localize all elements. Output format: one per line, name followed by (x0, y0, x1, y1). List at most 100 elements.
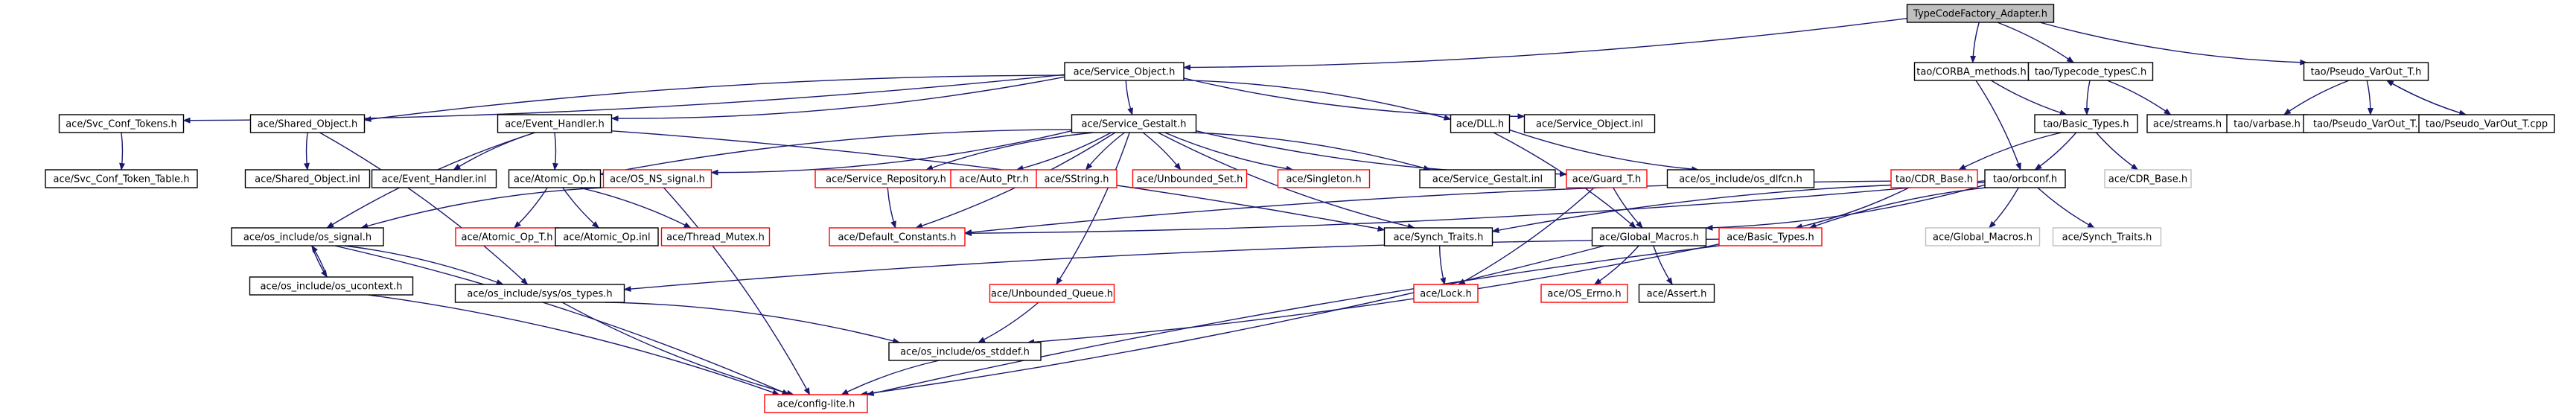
node-cdrb[interactable]: tao/CDR_Base.h (1890, 169, 1978, 188)
node-dlfcn[interactable]: ace/os_include/os_dlfcn.h (1666, 169, 1815, 188)
node-bt[interactable]: tao/Basic_Types.h (2034, 114, 2138, 133)
edge-layer (119, 18, 2467, 397)
node-box (1277, 169, 1371, 188)
edge-aop-to-aopinl (562, 187, 599, 229)
node-orbconf[interactable]: tao/orbconf.h (1984, 169, 2066, 188)
edge-synch-to-lock (1438, 245, 1447, 285)
node-label: ace/Lock.h (1420, 289, 1472, 300)
node-label: ace/os_include/os_signal.h (243, 232, 372, 243)
node-guard[interactable]: ace/Guard_T.h (1566, 169, 1648, 188)
node-ehinl[interactable]: ace/Event_Handler.inl (371, 169, 497, 188)
node-ubset[interactable]: ace/Unbounded_Set.h (1132, 169, 1248, 188)
edge-sg-to-srep (925, 132, 1094, 171)
node-ostypes[interactable]: ace/os_include/sys/os_types.h (454, 284, 625, 303)
edge-root-to-tcc (1997, 22, 2075, 63)
node-so[interactable]: ace/Shared_Object.h (249, 114, 366, 133)
edge-corbam-to-orbconf (1975, 80, 2021, 171)
edge-sct-to-sctt (119, 132, 126, 171)
node-label: ace/Event_Handler.inl (382, 174, 487, 185)
node-label: tao/Pseudo_VarOut_T.cpp (2426, 119, 2548, 130)
node-box (2052, 227, 2162, 246)
node-srep[interactable]: ace/Service_Repository.h (814, 169, 957, 188)
edge-ucontext-to-ossig (311, 245, 328, 278)
node-dll[interactable]: ace/DLL.h (1450, 114, 1511, 133)
edge-svcobj-to-dll (1183, 80, 1452, 121)
node-sginl[interactable]: ace/Service_Gestalt.inl (1419, 169, 1556, 188)
node-stddef[interactable]: ace/os_include/os_stddef.h (888, 342, 1042, 361)
node-ubq[interactable]: ace/Unbounded_Queue.h (989, 284, 1115, 303)
node-label: tao/varbase.h (2234, 119, 2301, 130)
edge-orbconf-to-gmacrosx (1989, 187, 2019, 229)
node-lock[interactable]: ace/Lock.h (1413, 284, 1479, 303)
node-cfglite[interactable]: ace/config-lite.h (764, 394, 868, 413)
node-svcobj[interactable]: ace/Service_Object.h (1064, 62, 1185, 81)
node-box (1450, 114, 1511, 133)
node-streams[interactable]: ace/streams.h (2146, 114, 2228, 133)
node-label: ace/Unbounded_Set.h (1137, 174, 1243, 185)
node-label: ace/os_include/os_dlfcn.h (1679, 174, 1802, 185)
node-gmacros[interactable]: ace/Global_Macros.h (1591, 227, 1707, 246)
node-box (497, 114, 613, 133)
node-box (2303, 62, 2429, 81)
node-ossig[interactable]: ace/os_include/os_signal.h (231, 227, 384, 246)
node-box (2027, 62, 2154, 81)
edge-nssig-to-ossig (360, 187, 604, 229)
edge-tcc-to-streams (2107, 80, 2172, 115)
edge-corbam-to-bt (1991, 80, 2068, 116)
edge-dll-to-dlfcn (1509, 129, 1700, 173)
edge-abt-to-ostypes (623, 238, 1720, 293)
edge-srep-to-defc (887, 187, 896, 229)
node-varbase[interactable]: tao/varbase.h (2226, 114, 2308, 133)
node-autop[interactable]: ace/Auto_Ptr.h (950, 169, 1038, 188)
node-nssig[interactable]: ace/OS_NS_signal.h (602, 169, 712, 188)
node-corbam[interactable]: tao/CORBA_methods.h (1913, 62, 2030, 81)
node-tmutex[interactable]: ace/Thread_Mutex.h (660, 227, 771, 246)
node-label: ace/Auto_Ptr.h (959, 174, 1029, 185)
node-defc[interactable]: ace/Default_Constants.h (829, 227, 966, 246)
node-box (1419, 169, 1556, 188)
node-box (1890, 169, 1978, 188)
node-label: tao/CDR_Base.h (1896, 174, 1973, 185)
node-aopt[interactable]: ace/Atomic_Op_T.h (455, 227, 559, 246)
node-assert[interactable]: ace/Assert.h (1638, 284, 1715, 303)
node-soinl2[interactable]: ace/Shared_Object.inl (244, 169, 371, 188)
node-label: ace/Synch_Traits.h (2062, 232, 2152, 243)
node-box (455, 227, 559, 246)
node-ucontext[interactable]: ace/os_include/os_ucontext.h (249, 276, 414, 296)
node-sg[interactable]: ace/Service_Gestalt.h (1071, 114, 1197, 133)
node-aop[interactable]: ace/Atomic_Op.h (508, 169, 602, 188)
node-aopinl[interactable]: ace/Atomic_Op.inl (555, 227, 659, 246)
edge-bt-to-cdrb (1958, 132, 2062, 171)
edge-orbconf-to-defc (964, 180, 1986, 237)
node-sstr[interactable]: ace/SString.h (1036, 169, 1118, 188)
node-soinl[interactable]: ace/Service_Object.inl (1523, 114, 1656, 133)
node-tcc[interactable]: tao/Typecode_typesC.h (2027, 62, 2154, 81)
node-synch[interactable]: ace/Synch_Traits.h (1383, 227, 1493, 246)
edge-sg-to-single (1164, 132, 1294, 172)
node-label: TypeCodeFactory_Adapter.h (1913, 9, 2047, 20)
node-pvoh[interactable]: tao/Pseudo_VarOut_T.h (2303, 62, 2429, 81)
edge-sg-to-aop (599, 129, 1072, 176)
edge-sg-to-autop (1016, 132, 1112, 171)
node-root[interactable]: TypeCodeFactory_Adapter.h (1906, 4, 2055, 23)
edge-root-to-pvoh (2039, 22, 2308, 66)
node-abt[interactable]: ace/Basic_Types.h (1718, 227, 1823, 246)
edge-orbconf-to-abt (1808, 187, 1986, 229)
edge-pvoh-to-varbase (2283, 80, 2350, 115)
node-label: ace/Singleton.h (1286, 174, 1361, 185)
node-sctt[interactable]: ace/Svc_Conf_Token_Table.h (45, 169, 198, 188)
node-single[interactable]: ace/Singleton.h (1277, 169, 1371, 188)
node-label: ace/Atomic_Op.inl (563, 232, 650, 243)
edge-ubq-to-stddef (978, 302, 1039, 343)
node-label: tao/Typecode_typesC.h (2035, 67, 2146, 78)
node-box (231, 227, 384, 246)
node-label: ace/Service_Gestalt.inl (1432, 174, 1543, 185)
node-box (989, 284, 1115, 303)
node-sct[interactable]: ace/Svc_Conf_Tokens.h (58, 114, 185, 133)
node-oserrno[interactable]: ace/OS_Errno.h (1540, 284, 1628, 303)
edge-aop-to-tmutex (579, 187, 692, 229)
node-pvocpp[interactable]: tao/Pseudo_VarOut_T.cpp (2418, 114, 2555, 133)
node-eh[interactable]: ace/Event_Handler.h (497, 114, 613, 133)
node-box (1523, 114, 1656, 133)
